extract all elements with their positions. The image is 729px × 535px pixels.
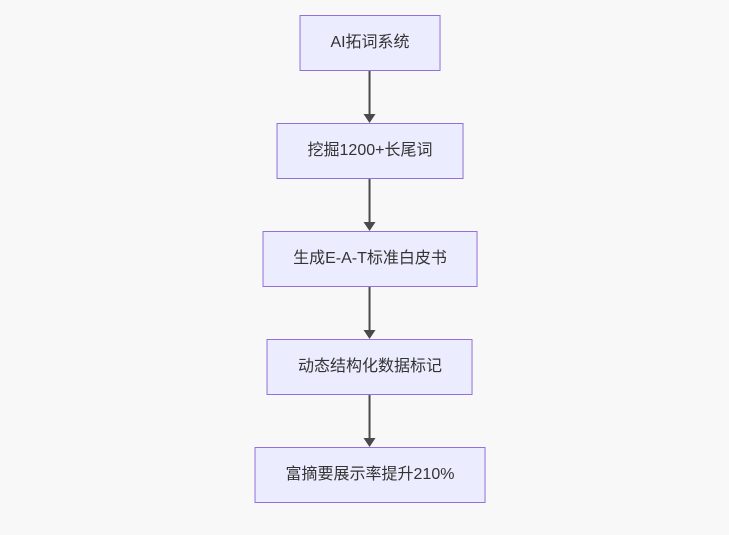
arrow-line — [369, 71, 371, 115]
node-eat-whitepaper: 生成E-A-T标准白皮书 — [262, 231, 478, 287]
edge-n4-n5 — [364, 395, 376, 447]
node-ai-keyword-system: AI拓词系统 — [299, 15, 441, 71]
node-label: 动态结构化数据标记 — [297, 358, 442, 375]
node-structured-data-markup: 动态结构化数据标记 — [266, 339, 473, 395]
node-label: AI拓词系统 — [330, 34, 410, 51]
edge-n1-n2 — [364, 71, 376, 123]
node-label: 生成E-A-T标准白皮书 — [293, 250, 447, 267]
arrow-down-icon — [364, 438, 376, 447]
flowchart: AI拓词系统 挖掘1200+长尾词 生成E-A-T标准白皮书 动态结构化数据标记 — [254, 15, 486, 503]
arrow-line — [369, 287, 371, 331]
arrow-line — [369, 179, 371, 223]
arrow-down-icon — [364, 222, 376, 231]
node-rich-snippet-rate-result: 富摘要展示率提升210% — [254, 447, 486, 503]
node-label: 挖掘1200+长尾词 — [307, 142, 433, 159]
edge-n2-n3 — [364, 179, 376, 231]
node-label: 富摘要展示率提升210% — [285, 466, 455, 483]
node-longtail-keyword-mining: 挖掘1200+长尾词 — [276, 123, 464, 179]
arrow-down-icon — [364, 114, 376, 123]
arrow-down-icon — [364, 330, 376, 339]
arrow-line — [369, 395, 371, 439]
edge-n3-n4 — [364, 287, 376, 339]
